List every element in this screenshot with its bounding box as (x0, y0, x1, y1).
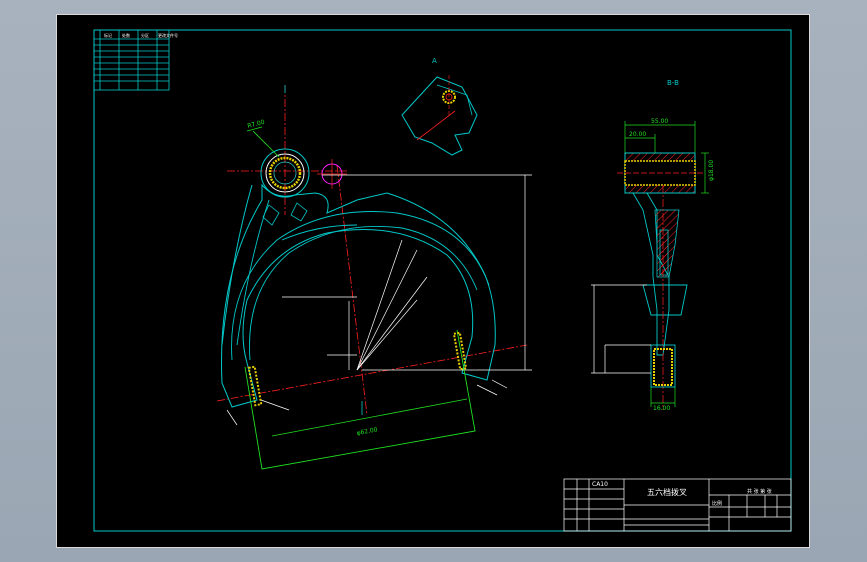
revision-col-1: 处数 (122, 32, 130, 38)
revision-table (93, 29, 170, 91)
title-part-name: 五六档拨叉 (647, 487, 687, 497)
drawing-sheet: 标记 处数 分区 更改文件号 (56, 14, 810, 548)
revision-col-2: 分区 (141, 32, 149, 38)
revision-col-0: 标记 (104, 32, 112, 38)
dim-boss-height: φ18.00 (708, 160, 715, 181)
dim-width-bottom: φ62.00 (356, 426, 378, 437)
dim-boss-inner: 20.00 (629, 131, 646, 138)
title-scale-label: 比例 (712, 500, 722, 507)
dim-fork-width: 16.00 (653, 405, 670, 412)
main-view-fork: R7.00 (216, 85, 532, 470)
title-sheet-label: 共 张 第 张 (747, 488, 772, 495)
detail-view-a: A (401, 57, 478, 156)
title-block (563, 478, 792, 532)
dim-boss-width: 55.00 (651, 118, 668, 125)
cad-drawing: 标记 处数 分区 更改文件号 (93, 29, 792, 532)
view-b-label: B-B (667, 79, 679, 87)
title-drawing-number: CA10 (592, 481, 608, 488)
inner-border (93, 29, 792, 532)
revision-col-3: 更改文件号 (158, 32, 178, 38)
section-view-b: B-B 55.00 20.00 φ18.00 (591, 79, 715, 412)
view-a-label: A (432, 57, 437, 65)
dim-radius-top: R7.00 (247, 119, 266, 130)
